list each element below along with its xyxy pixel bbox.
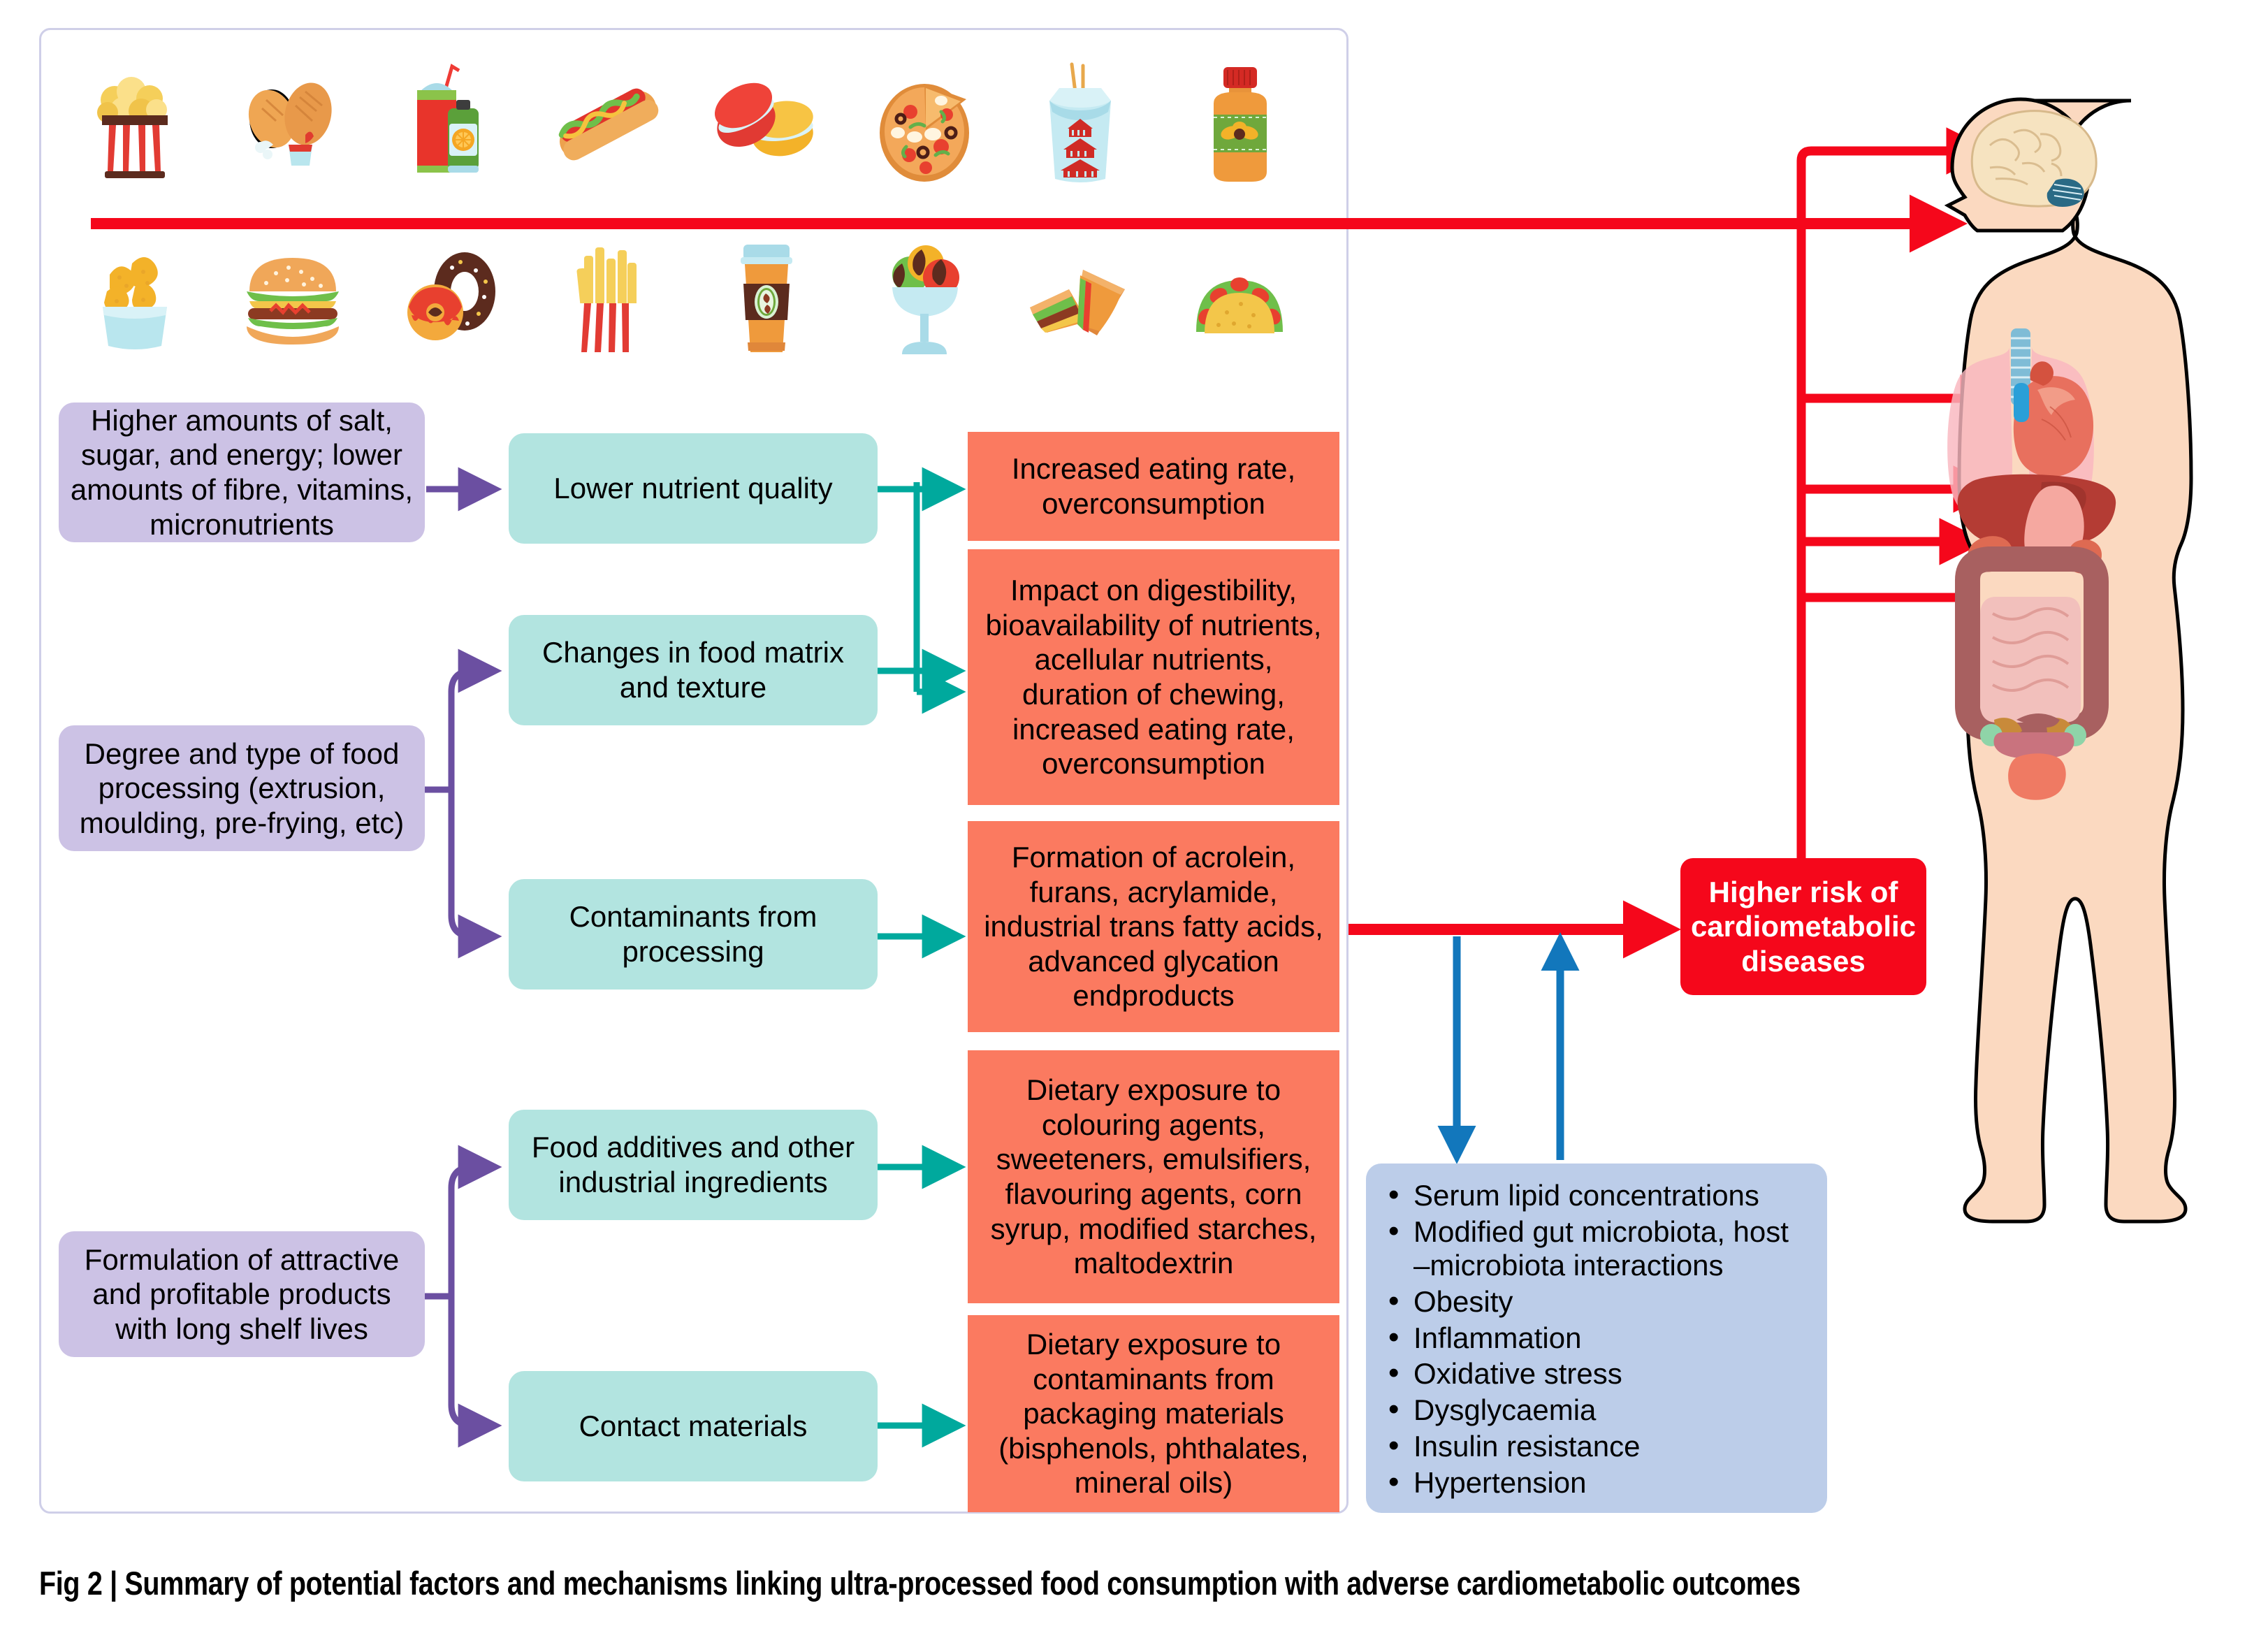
popcorn-icon bbox=[56, 56, 214, 196]
effect-label-acrolein: Formation of acrolein, furans, acrylamid… bbox=[984, 841, 1323, 1013]
driver-box-processing[interactable]: Degree and type of food processing (extr… bbox=[59, 725, 425, 851]
outcomes-list: Serum lipid concentrations Modified gut … bbox=[1384, 1177, 1809, 1500]
coffee-cup-icon bbox=[688, 231, 845, 370]
mechanism-label-additives: Food additives and other industrial ingr… bbox=[531, 1131, 855, 1198]
doughnuts-icon bbox=[372, 231, 530, 370]
list-item: Dysglycaemia bbox=[1384, 1392, 1809, 1427]
effect-label-packaging: Dietary exposure to contaminants from pa… bbox=[998, 1328, 1309, 1500]
effect-label-eating-rate: Increased eating rate, overconsumption bbox=[1011, 452, 1296, 520]
effect-box-digestibility[interactable]: Impact on digestibility, bioavailability… bbox=[968, 549, 1339, 805]
list-item: Obesity bbox=[1384, 1284, 1809, 1319]
takeaway-noodle-box-icon bbox=[1003, 56, 1161, 196]
hot-dog-icon bbox=[530, 56, 688, 196]
macarons-icon bbox=[688, 56, 845, 196]
effect-box-acrolein[interactable]: Formation of acrolein, furans, acrylamid… bbox=[968, 821, 1339, 1032]
pelvic-organs bbox=[1980, 713, 2086, 800]
effect-box-packaging[interactable]: Dietary exposure to contaminants from pa… bbox=[968, 1315, 1339, 1512]
list-item: Inflammation bbox=[1384, 1320, 1809, 1355]
soda-cup-and-bottle-icon bbox=[372, 56, 530, 196]
driver-label-nutrients: Higher amounts of salt, sugar, and energ… bbox=[70, 403, 414, 541]
list-item: Oxidative stress bbox=[1384, 1356, 1809, 1391]
mechanism-box-contact-materials[interactable]: Contact materials bbox=[509, 1371, 878, 1481]
driver-label-formulation: Formulation of attractive and profitable… bbox=[84, 1242, 400, 1345]
food-icon-row-bottom bbox=[56, 231, 1321, 370]
effect-box-eating-rate[interactable]: Increased eating rate, overconsumption bbox=[968, 432, 1339, 541]
sauce-jar-icon bbox=[1161, 56, 1319, 196]
figure-caption: Fig 2 | Summary of potential factors and… bbox=[39, 1565, 1801, 1602]
mechanism-label-contact-materials: Contact materials bbox=[579, 1409, 808, 1443]
intestines-organ bbox=[1955, 546, 2109, 741]
list-item: Serum lipid concentrations bbox=[1384, 1177, 1809, 1212]
hamburger-icon bbox=[214, 231, 372, 370]
mechanism-box-food-matrix[interactable]: Changes in food matrix and texture bbox=[509, 615, 878, 725]
brain-organ bbox=[1970, 110, 2098, 208]
list-item: Modified gut microbiota, host –microbiot… bbox=[1384, 1214, 1809, 1282]
effect-label-colouring-agents: Dietary exposure to colouring agents, sw… bbox=[990, 1073, 1317, 1280]
driver-box-nutrients[interactable]: Higher amounts of salt, sugar, and energ… bbox=[59, 403, 425, 542]
fried-chicken-icon bbox=[214, 56, 372, 196]
risk-box-cardiometabolic[interactable]: Higher risk of cardiometabolic diseases bbox=[1680, 858, 1926, 995]
effect-label-digestibility: Impact on digestibility, bioavailability… bbox=[985, 574, 1322, 781]
risk-label: Higher risk of cardiometabolic diseases bbox=[1690, 875, 1917, 978]
driver-label-processing: Degree and type of food processing (extr… bbox=[79, 737, 405, 839]
mechanism-box-additives[interactable]: Food additives and other industrial ingr… bbox=[509, 1110, 878, 1220]
pizza-icon bbox=[845, 56, 1003, 196]
effect-box-colouring-agents[interactable]: Dietary exposure to colouring agents, sw… bbox=[968, 1050, 1339, 1303]
list-item: Insulin resistance bbox=[1384, 1428, 1809, 1463]
heart-organ bbox=[2013, 361, 2094, 477]
human-body-diagram bbox=[1824, 91, 2215, 1419]
driver-box-formulation[interactable]: Formulation of attractive and profitable… bbox=[59, 1231, 425, 1357]
chicken-nuggets-icon bbox=[56, 231, 214, 370]
sandwich-icon bbox=[1003, 231, 1161, 370]
food-icon-row-top bbox=[56, 56, 1321, 196]
french-fries-icon bbox=[530, 231, 688, 370]
mechanism-label-contaminants: Contaminants from processing bbox=[569, 900, 817, 968]
mechanism-label-nutrient-quality: Lower nutrient quality bbox=[553, 472, 833, 505]
mechanism-box-nutrient-quality[interactable]: Lower nutrient quality bbox=[509, 433, 878, 544]
mechanism-label-food-matrix: Changes in food matrix and texture bbox=[542, 636, 844, 704]
ice-cream-sundae-icon bbox=[845, 231, 1003, 370]
outcomes-box[interactable]: Serum lipid concentrations Modified gut … bbox=[1366, 1164, 1827, 1513]
taco-icon bbox=[1161, 231, 1319, 370]
list-item: Hypertension bbox=[1384, 1465, 1809, 1500]
mechanism-box-contaminants[interactable]: Contaminants from processing bbox=[509, 879, 878, 990]
